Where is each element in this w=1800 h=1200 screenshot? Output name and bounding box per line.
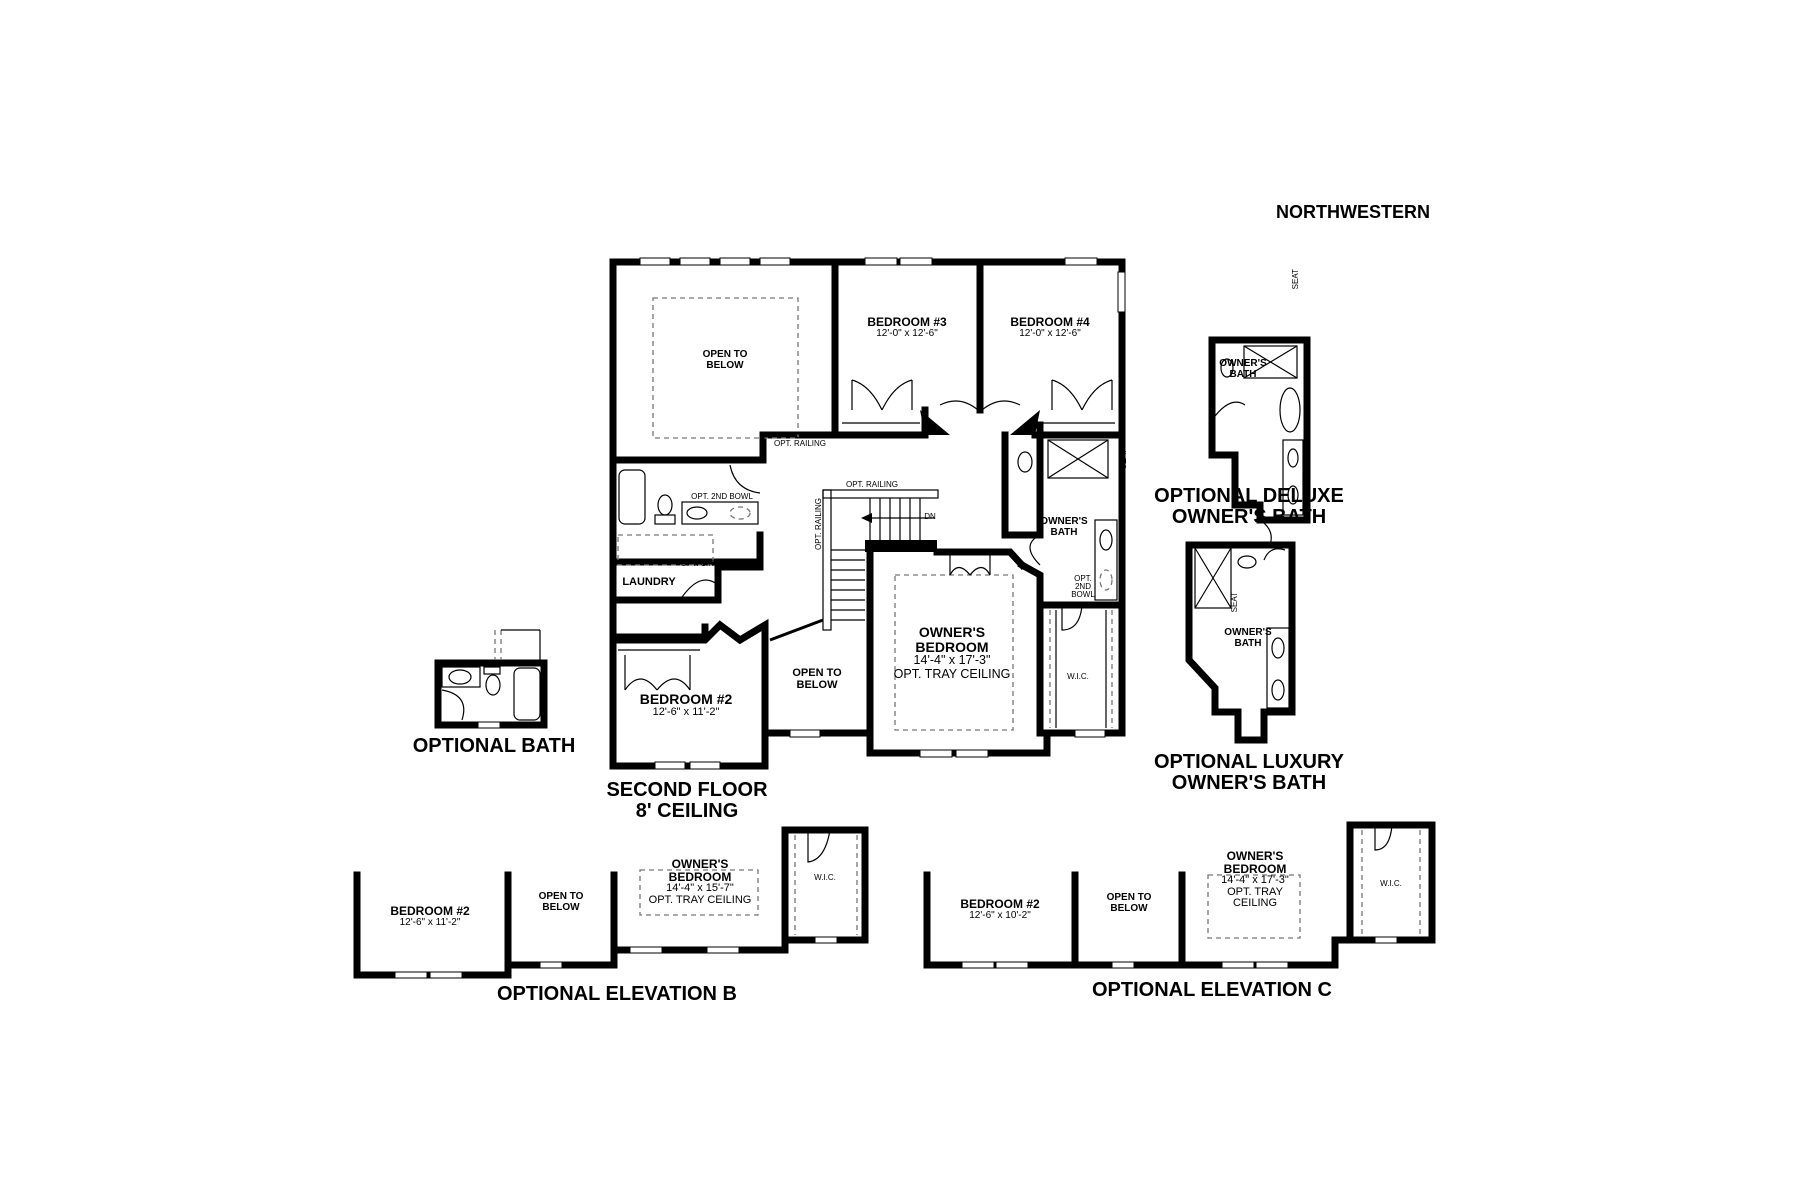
room-name: OWNER'S BEDROOM [915, 624, 989, 655]
elev-c-open-to-below: OPEN TO BELOW [1106, 892, 1152, 914]
elev-b-wic: W.I.C. [814, 873, 836, 882]
elevation-c-plan [923, 821, 1436, 969]
room-open-to-below-top: OPEN TO BELOW [702, 349, 748, 371]
room-name: BEDROOM #3 [867, 315, 947, 329]
main-plan-caption: SECOND FLOOR 8' CEILING [606, 780, 767, 822]
room-name: BEDROOM #2 [390, 904, 470, 918]
room-owners-bedroom: OWNER'S BEDROOM 14'-4" x 17'-3" OPT. TRA… [894, 625, 1011, 681]
room-name: OWNER'S BEDROOM [1223, 849, 1287, 876]
optional-luxury-bath-plan [1185, 541, 1296, 744]
elev-c-wic: W.I.C. [1380, 879, 1402, 888]
elev-c-bedroom-2: BEDROOM #2 12'-6" x 10'-2" [960, 898, 1039, 921]
note-opt-2nd-bowl-owner: OPT. 2ND BOWL [1071, 574, 1095, 599]
plan-name-title: NORTHWESTERN [1276, 202, 1430, 222]
room-bedroom-2: BEDROOM #2 12'-6" x 11'-2" [640, 692, 733, 718]
note-opt-sink: OPT. SINK [680, 559, 720, 568]
room-dimensions: 14'-4" x 15'-7" [666, 882, 734, 895]
caption-line: OWNER'S BATH [1171, 506, 1327, 528]
caption-line: 8' CEILING [635, 800, 739, 822]
elev-b-owners-bedroom: OWNER'S BEDROOM 14'-4" x 15'-7" OPT. TRA… [649, 858, 752, 906]
caption-line: SECOND FLOOR [606, 779, 768, 801]
note-seat: SEAT [1118, 449, 1128, 470]
luxury-owners-bath-label: OWNER'S BATH [1224, 627, 1272, 649]
elevation-b-plan [353, 826, 869, 979]
room-note: OPT. TRAY CEILING [893, 666, 1011, 681]
room-note: OPT. TRAY CEILING [1227, 885, 1283, 910]
caption-line: OWNER'S BATH [1171, 772, 1327, 794]
elev-b-bedroom-2: BEDROOM #2 12'-6" x 11'-2" [390, 905, 469, 928]
room-dimensions: 12'-6" x 11'-2" [652, 705, 720, 718]
room-laundry: LAUNDRY [622, 576, 676, 588]
luxury-bath-caption: OPTIONAL LUXURY OWNER'S BATH [1154, 752, 1344, 794]
room-wic: W.I.C. [1067, 672, 1089, 681]
deluxe-owners-bath-label: OWNER'S BATH [1219, 358, 1267, 380]
elevation-b-caption: OPTIONAL ELEVATION B [496, 983, 738, 1005]
optional-bath-caption: OPTIONAL BATH [412, 735, 576, 757]
room-bedroom-4: BEDROOM #4 12'-0" x 12'-6" [1010, 316, 1089, 339]
optional-bath-plan [434, 629, 548, 729]
room-name: BEDROOM #2 [639, 691, 733, 707]
deluxe-bath-caption: OPTIONAL DELUXE OWNER'S BATH [1154, 486, 1344, 528]
room-dimensions: 12'-6" x 11'-2" [399, 916, 461, 928]
room-dimensions: 14'-4" x 17'-3" [913, 653, 991, 668]
note-opt-railing: OPT. RAILING [845, 480, 899, 489]
note-opt-railing: OPT. RAILING [814, 497, 823, 550]
elev-c-owners-bedroom: OWNER'S BEDROOM 14'-4" x 17'-3" OPT. TRA… [1221, 850, 1289, 910]
elev-b-open-to-below: OPEN TO BELOW [538, 891, 584, 913]
room-name: BEDROOM #2 [960, 897, 1040, 911]
caption-line: OPTIONAL DELUXE [1154, 485, 1344, 507]
room-dimensions: 12'-6" x 10'-2" [969, 909, 1031, 921]
elevation-c-caption: OPTIONAL ELEVATION C [1091, 979, 1333, 1001]
deluxe-seat-label: SEAT [1290, 269, 1300, 290]
note-opt-2nd-bowl: OPT. 2ND BOWL [691, 492, 753, 501]
main-floor-plan [609, 257, 1126, 770]
room-dimensions: 14'-4" x 17'-3" [1221, 874, 1289, 887]
room-name: BEDROOM #4 [1010, 315, 1090, 329]
room-bedroom-3: BEDROOM #3 12'-0" x 12'-6" [867, 316, 946, 339]
room-dimensions: 12'-0" x 12'-6" [1019, 327, 1081, 339]
room-name: OWNER'S BEDROOM [668, 857, 732, 884]
note-stair-down: DN [924, 512, 936, 521]
room-owners-bath: OWNER'S BATH [1040, 516, 1088, 538]
room-note: OPT. TRAY CEILING [648, 893, 752, 906]
room-open-to-below-mid: OPEN TO BELOW [792, 667, 842, 691]
luxury-seat-label: SEAT [1229, 592, 1239, 613]
note-opt-railing: OPT. RAILING [773, 439, 827, 448]
caption-line: OPTIONAL LUXURY [1153, 751, 1345, 773]
room-dimensions: 12'-0" x 12'-6" [876, 327, 938, 339]
